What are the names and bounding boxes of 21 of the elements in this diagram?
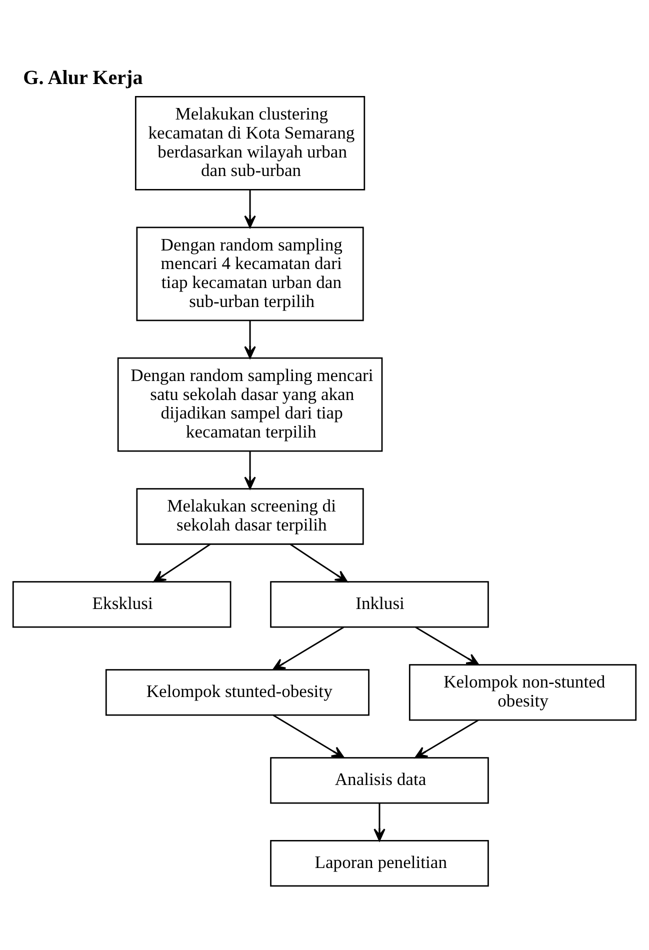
arrow bbox=[153, 544, 211, 583]
arrow bbox=[415, 626, 480, 666]
arrow bbox=[244, 190, 256, 228]
arrow bbox=[244, 320, 256, 359]
node-box: Laporan penelitian bbox=[270, 840, 489, 887]
arrow bbox=[272, 714, 344, 758]
node-box: Analisis data bbox=[270, 757, 489, 804]
arrow bbox=[272, 626, 344, 670]
node-box: Melakukan clustering kecamatan di Kota Semarang berdasarkan wilayah urban dan sub-urban bbox=[134, 96, 366, 190]
arrow bbox=[244, 451, 256, 490]
node-box: Kelompok non-stunted obesity bbox=[408, 664, 637, 721]
node-box: Dengan random sampling mencari 4 kecamatan dari tiap kecamatan urban dan sub-urban terpilih bbox=[136, 226, 364, 322]
arrow bbox=[414, 720, 479, 758]
node-box: Inklusi bbox=[270, 581, 489, 628]
arrow bbox=[374, 803, 386, 842]
node-box: Dengan random sampling mencari satu sekolah dasar yang akan dijadikan sampel dari tiap kecamatan terpilih bbox=[117, 357, 383, 452]
node-box: Eksklusi bbox=[12, 581, 232, 628]
node-box: Melakukan screening di sekolah dasar terpilih bbox=[136, 488, 364, 545]
node-box: Kelompok stunted-obesity bbox=[105, 669, 370, 716]
diagram-title: G. Alur Kerja bbox=[23, 66, 143, 89]
arrow bbox=[290, 544, 348, 583]
